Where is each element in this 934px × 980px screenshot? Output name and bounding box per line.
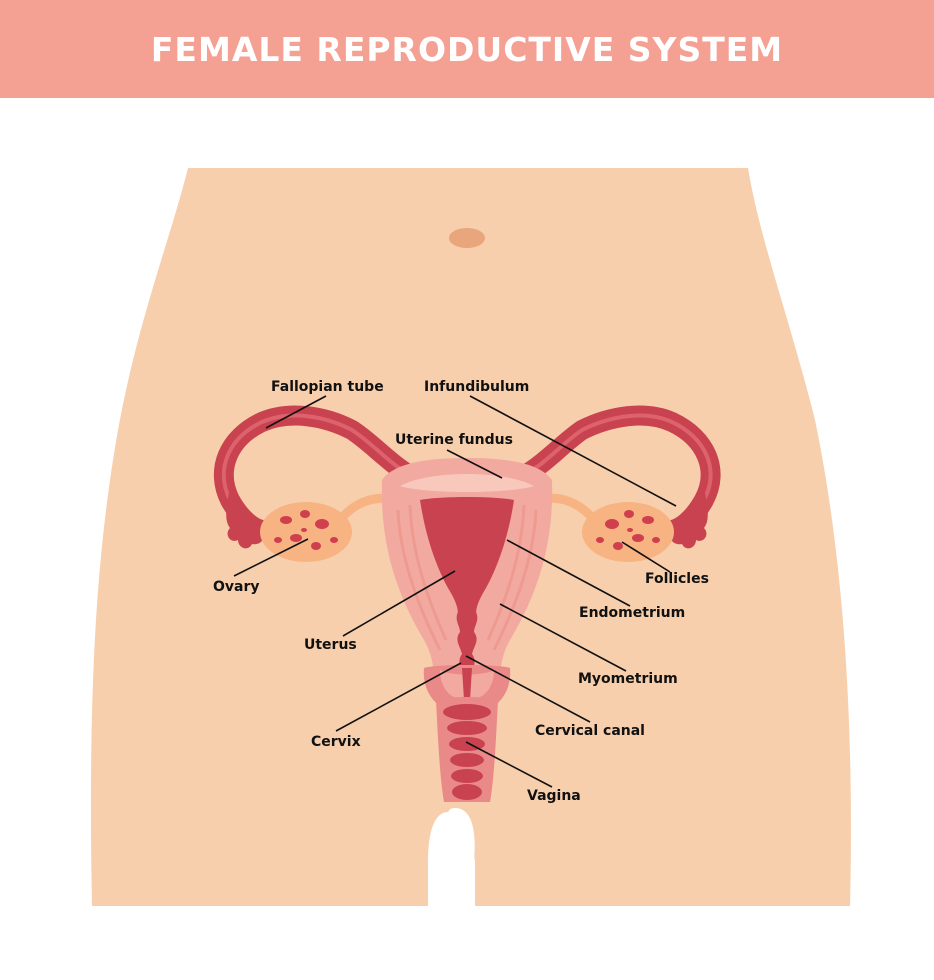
label-cervix: Cervix (311, 734, 361, 750)
label-uterus: Uterus (304, 637, 357, 653)
label-ovary: Ovary (213, 579, 260, 595)
label-myometrium: Myometrium (578, 671, 678, 687)
leg-gap (448, 808, 475, 906)
label-fallopian-tube: Fallopian tube (271, 379, 384, 395)
navel-icon (449, 228, 485, 248)
label-cervical-canal: Cervical canal (535, 723, 645, 739)
label-endometrium: Endometrium (579, 605, 685, 621)
label-vagina: Vagina (527, 788, 581, 804)
label-follicles: Follicles (645, 571, 709, 587)
label-uterine-fundus: Uterine fundus (395, 432, 513, 448)
label-infundibulum: Infundibulum (424, 379, 529, 395)
